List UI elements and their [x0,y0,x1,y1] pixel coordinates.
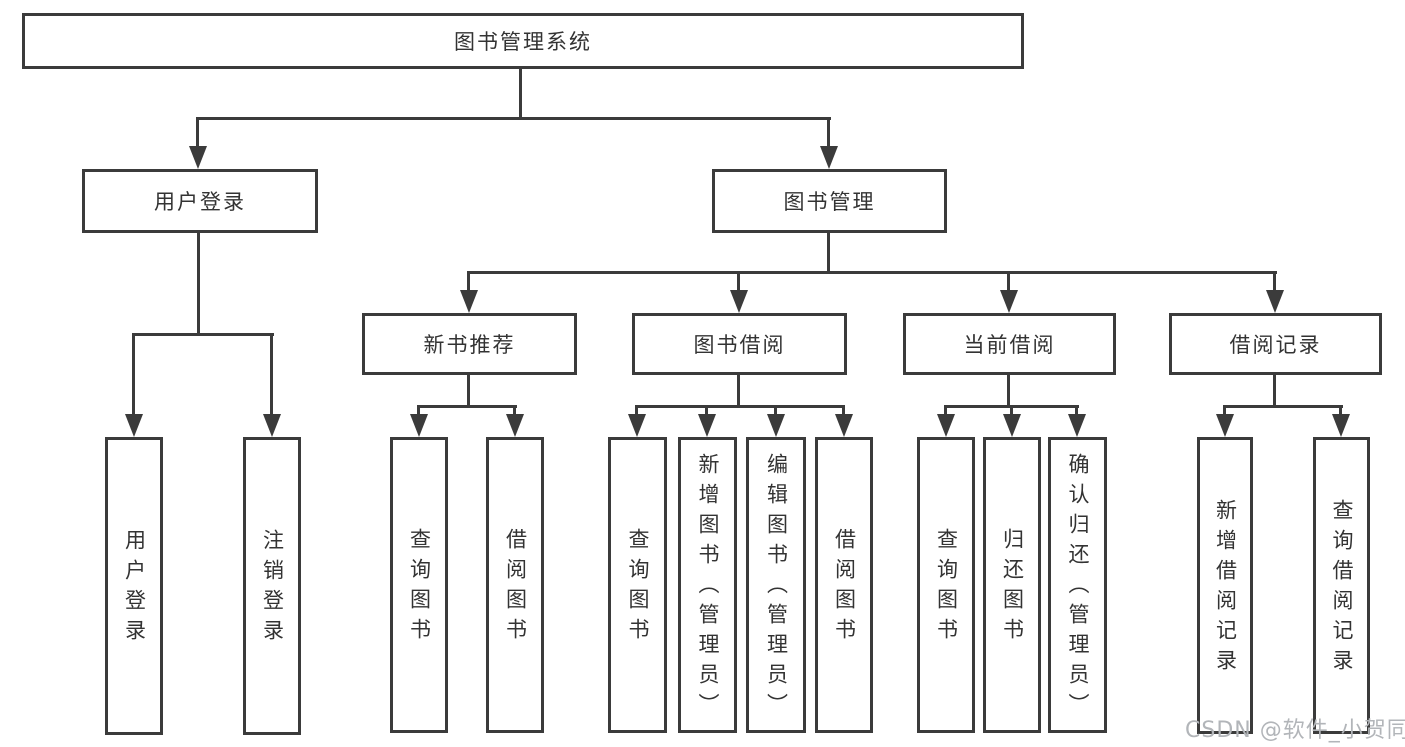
connector-line [827,233,830,272]
connector-line [417,405,517,408]
connector-line [1273,272,1276,294]
leaf-borrowing-borrow-books: 借阅图书 [815,437,873,733]
leaf-borrowing-add-books-admin: 新增图书（管理员） [678,437,737,733]
leaf-newbook-query-books: 查询图书 [390,437,448,733]
connector-line [467,272,470,294]
connector-line [944,406,947,416]
connector-line [196,117,199,152]
arrow-down [628,414,646,437]
connector-line [467,271,1277,274]
connector-line [705,406,708,416]
arrow-down [820,146,838,169]
arrow-down [189,146,207,169]
node-borrow-records: 借阅记录 [1169,313,1382,375]
arrow-down [263,414,281,437]
connector-line [1007,272,1010,294]
connector-line [1010,406,1013,416]
arrow-down [506,414,524,437]
connector-line [467,375,470,407]
arrow-down [730,290,748,313]
connector-line [132,333,274,336]
node-new-book-recommend: 新书推荐 [362,313,577,375]
arrow-down [1003,414,1021,437]
leaf-logout: 注销登录 [243,437,301,735]
connector-line [774,406,777,416]
connector-line [842,406,845,416]
arrow-down [1332,414,1350,437]
leaf-newbook-borrow-books: 借阅图书 [486,437,544,733]
arrow-down [937,414,955,437]
arrow-down [698,414,716,437]
leaf-current-return-books: 归还图书 [983,437,1041,733]
arrow-down [767,414,785,437]
connector-line [513,406,516,416]
leaf-current-confirm-return-admin: 确认归还（管理员） [1048,437,1107,733]
arrow-down [410,414,428,437]
node-book-borrowing: 图书借阅 [632,313,847,375]
arrow-down [1000,290,1018,313]
connector-line [1075,406,1078,416]
leaf-borrowing-query-books: 查询图书 [608,437,667,733]
arrow-down [1216,414,1234,437]
node-current-borrowing: 当前借阅 [903,313,1116,375]
connector-line [270,334,273,416]
connector-line [417,406,420,416]
connector-line [1273,374,1276,407]
connector-line [1223,405,1343,408]
arrow-down [460,290,478,313]
connector-line [197,233,200,335]
arrow-down [125,414,143,437]
connector-line [635,406,638,416]
leaf-records-add-record: 新增借阅记录 [1197,437,1253,734]
connector-line [519,69,522,118]
node-root-system: 图书管理系统 [22,13,1024,69]
connector-line [1007,374,1010,407]
leaf-borrowing-edit-books-admin: 编辑图书（管理员） [746,437,806,733]
csdn-watermark: CSDN @软件_小贺同学 [1185,718,1405,743]
leaf-records-query-record: 查询借阅记录 [1313,437,1370,734]
node-book-management-branch: 图书管理 [712,169,947,233]
connector-line [197,117,831,120]
connector-line [132,334,135,416]
arrow-down [835,414,853,437]
arrow-down [1266,290,1284,313]
connector-line [737,272,740,294]
connector-line [635,405,845,408]
arrow-down [1068,414,1086,437]
connector-line [737,375,740,407]
connector-line [827,117,830,152]
node-user-login-branch: 用户登录 [82,169,318,233]
connector-line [1223,406,1226,416]
leaf-current-query-books: 查询图书 [917,437,975,733]
leaf-user-login: 用户登录 [105,437,163,735]
connector-line [1339,406,1342,416]
